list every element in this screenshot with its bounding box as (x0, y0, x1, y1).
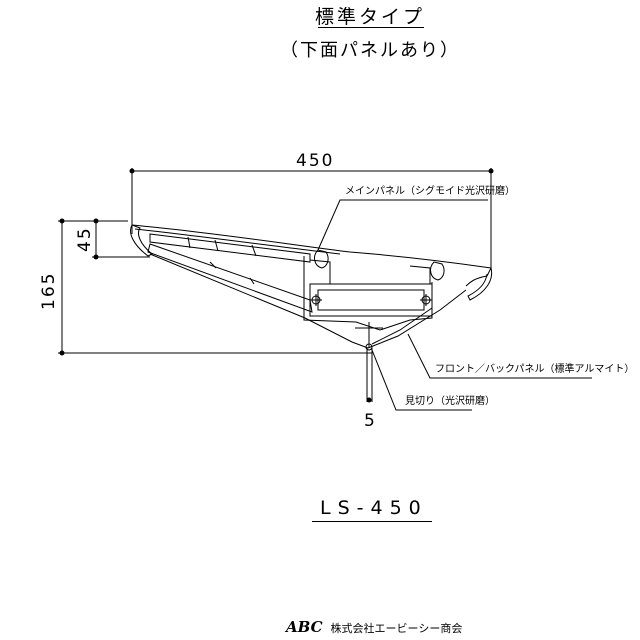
width-dimension-value: 450 (296, 151, 334, 171)
dimension-dot (93, 218, 99, 224)
clip-right (430, 261, 445, 281)
dimension-dot (488, 168, 494, 174)
main-panel-outline (131, 224, 492, 287)
dimension-dot (93, 254, 99, 260)
model-number: LS-450 (320, 497, 428, 519)
drawing-subtitle: （下面パネルあり） (280, 40, 460, 61)
company-logo: ABC (286, 618, 323, 636)
front-lower-panel (147, 243, 313, 313)
front-back-panel-label: フロント／バックパネル（標準アルマイト） (435, 362, 634, 375)
height-dimension-value: 165 (39, 272, 59, 310)
bottom-dimension-value: 5 (364, 411, 377, 431)
center-box-inner (317, 289, 425, 311)
company-name: 株式会社エービーシー商会 (330, 622, 463, 635)
leader-front-back (407, 333, 592, 379)
rear-lip (467, 267, 493, 301)
footer: ABC 株式会社エービーシー商会 (286, 618, 462, 636)
rib (251, 244, 257, 257)
center-joint-left (309, 259, 331, 284)
drawing-title: 標準タイプ (314, 6, 425, 28)
leader-main-panel (317, 199, 488, 251)
front-bottom-panel (149, 253, 369, 349)
rib (214, 239, 219, 252)
front-lip (130, 224, 153, 257)
clip-left (314, 249, 329, 269)
center-box (309, 283, 433, 317)
back-bottom-panel (367, 289, 467, 349)
title-underline (318, 27, 424, 28)
back-bottom-inner (371, 307, 433, 345)
rib (209, 261, 217, 269)
leader-mikiri (371, 349, 472, 411)
top-panel-inner (149, 233, 311, 263)
dimension-dot (59, 218, 65, 224)
main-panel-label: メインパネル（シグモイド光沢研磨） (345, 184, 515, 197)
rib (187, 236, 191, 249)
center-frame (303, 256, 433, 331)
rib (249, 277, 255, 285)
center-pivot (365, 343, 373, 351)
center-joint-right (409, 265, 431, 284)
top-height-value: 45 (75, 226, 95, 252)
mikiri-label: 見切り（光沢研磨） (405, 394, 495, 407)
dimension-dot (59, 350, 65, 356)
dimension-dot (366, 397, 372, 403)
model-underline (312, 521, 432, 522)
dimension-dot (129, 168, 135, 174)
